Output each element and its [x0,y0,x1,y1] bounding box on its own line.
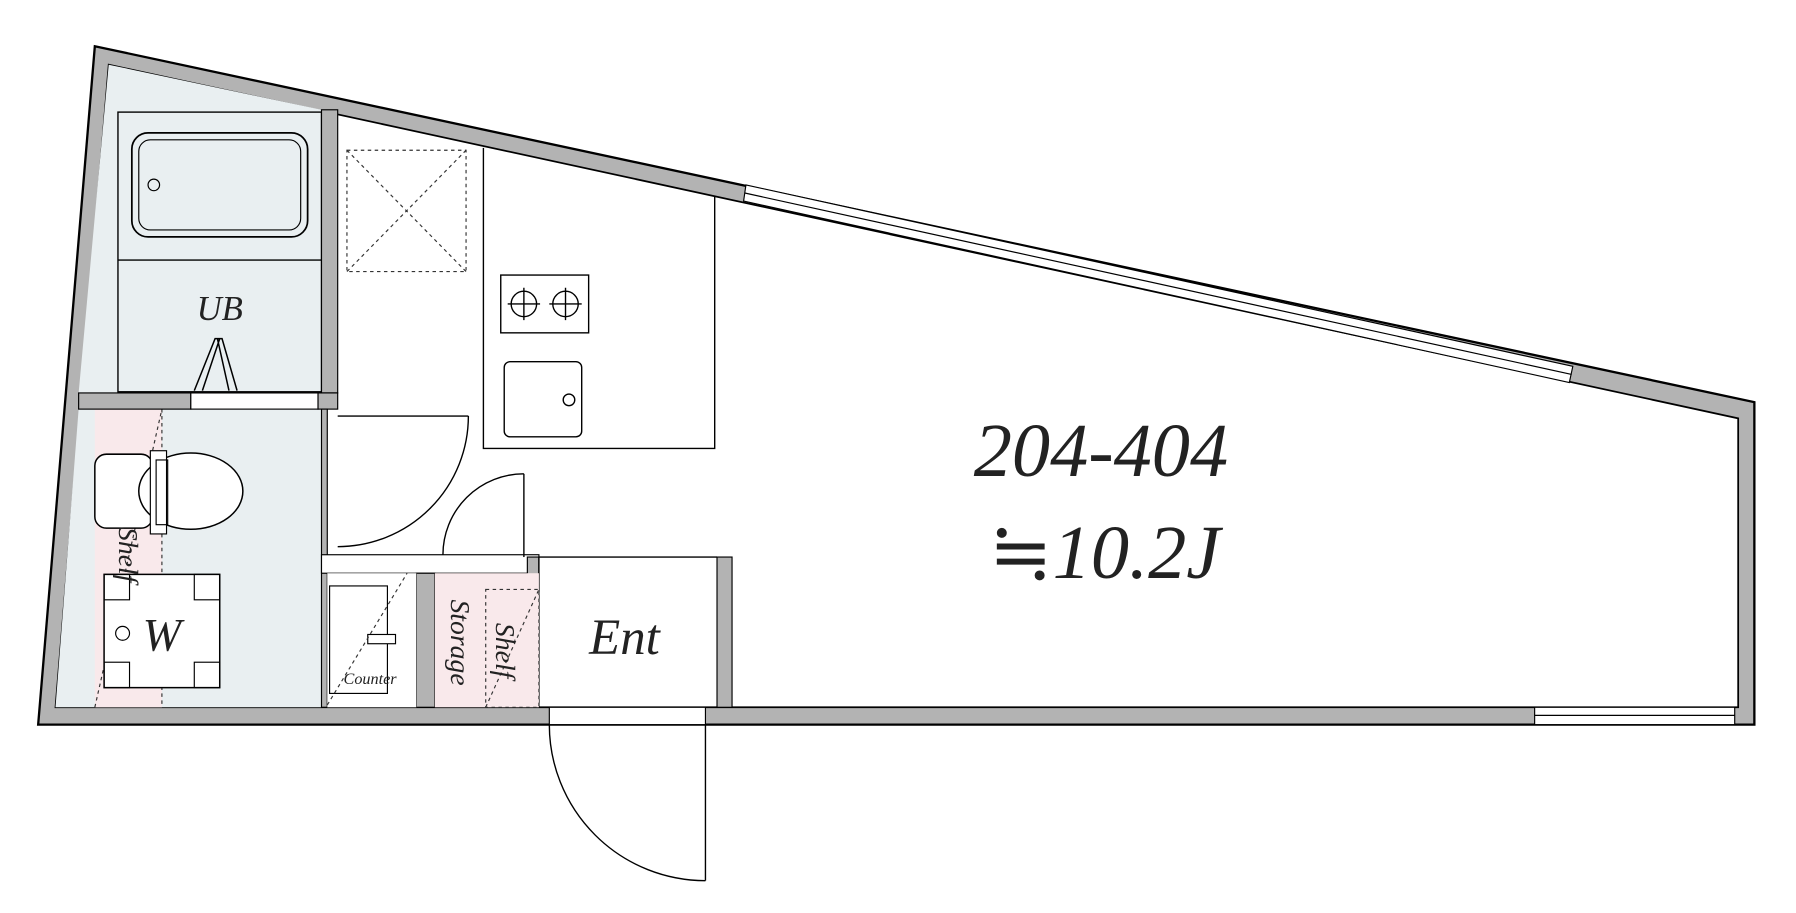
door-swing [337,415,707,882]
window [742,184,1736,726]
sink-icon [503,361,583,438]
bath-unit [117,111,323,393]
interior-wall [716,556,733,708]
interior-wall [526,556,540,577]
interior-wall [320,554,540,574]
room-label-washer: W [143,611,186,662]
stove-icon [500,274,590,334]
room-label-shelf: Shelf [489,623,520,682]
refrigerator-space [346,149,467,273]
washer-icon [103,573,221,689]
room-label-entrance: Ent [588,610,662,666]
unit-number: 204-404 [974,408,1228,493]
kitchen-counter [482,147,716,450]
door-opening [190,392,319,410]
bathtub-icon [130,132,309,238]
interior-wall [78,392,192,410]
room-label-counter: Counter [344,671,398,688]
folding-door-icon [193,337,238,391]
interior-wall [320,109,339,394]
room-label-storage: Storage [444,599,475,685]
interior-wall [317,392,339,410]
interior-wall [415,572,436,708]
toilet-icon [94,450,244,535]
room-area: ≒10.2J [989,510,1224,595]
room-label-bath: UB [197,289,243,328]
entry-door-opening [548,706,707,726]
room-label-shelf: Shelf [112,527,143,586]
storage-area [434,573,539,708]
